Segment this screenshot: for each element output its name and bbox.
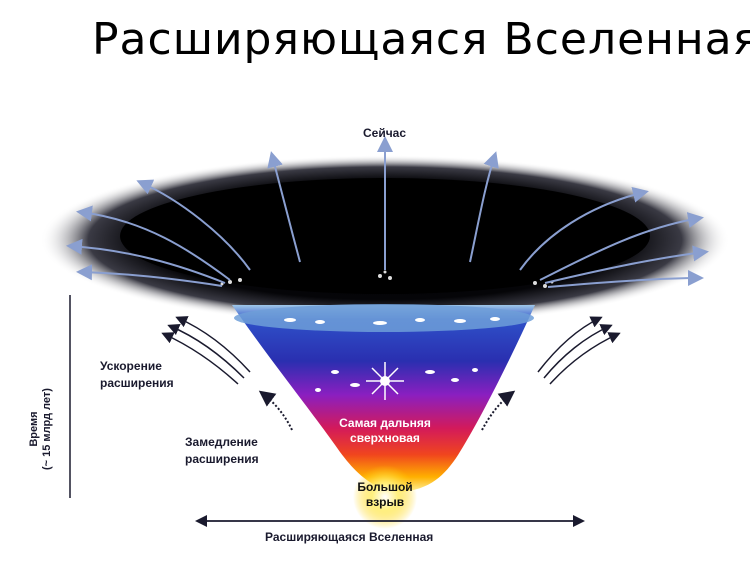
label-deceleration-line1: Замедление bbox=[185, 435, 258, 449]
label-supernova-line2: сверхновая bbox=[350, 431, 420, 445]
label-supernova-line1: Самая дальняя bbox=[339, 416, 431, 430]
label-big-bang-line2: взрыв bbox=[365, 495, 405, 509]
label-deceleration: Замедление расширения bbox=[185, 434, 259, 468]
label-deceleration-line2: расширения bbox=[185, 452, 259, 466]
big-bang-glow bbox=[353, 465, 417, 529]
page-title: Расширяющаяся Вселенная bbox=[92, 14, 750, 65]
label-supernova: Самая дальняя сверхновая bbox=[335, 416, 435, 446]
label-time-axis-line1: Время bbox=[28, 411, 40, 447]
label-time-axis: Время (~ 15 млрд лет) bbox=[28, 388, 54, 470]
label-big-bang: Большой взрыв bbox=[345, 480, 425, 510]
label-acceleration: Ускорение расширения bbox=[100, 358, 174, 392]
label-time-axis-line2: (~ 15 млрд лет) bbox=[41, 388, 53, 470]
expansion-funnel bbox=[232, 305, 535, 492]
label-acceleration-line1: Ускорение bbox=[100, 359, 162, 373]
label-now: Сейчас bbox=[363, 126, 407, 140]
label-horizontal-axis: Расширяющаяся Вселенная bbox=[265, 530, 434, 544]
label-acceleration-line2: расширения bbox=[100, 376, 174, 390]
label-big-bang-line1: Большой bbox=[357, 480, 413, 494]
